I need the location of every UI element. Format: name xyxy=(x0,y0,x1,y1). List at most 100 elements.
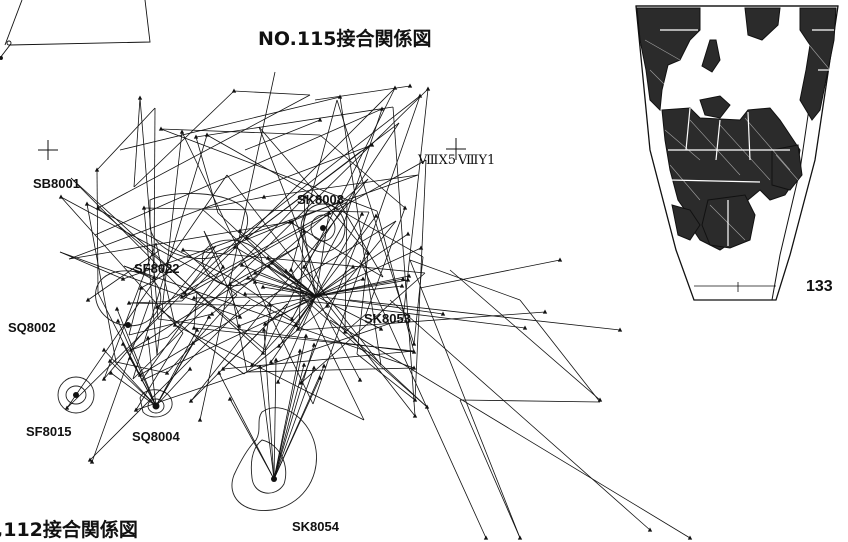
find-marker xyxy=(191,295,197,300)
find-marker xyxy=(266,263,272,268)
refit-line xyxy=(195,136,219,214)
find-marker xyxy=(220,366,226,371)
find-marker xyxy=(269,260,275,265)
refit-lines xyxy=(59,71,691,539)
refit-line xyxy=(103,245,217,380)
sk8054-dot xyxy=(271,476,277,482)
refit-line xyxy=(123,265,415,369)
find-marker xyxy=(412,397,418,402)
find-marker xyxy=(417,93,423,98)
find-marker xyxy=(231,88,237,93)
find-marker xyxy=(236,323,242,328)
refit-line xyxy=(262,286,317,297)
refit-line xyxy=(139,220,397,376)
find-marker xyxy=(311,365,317,370)
refit-line xyxy=(273,335,307,480)
feature-label-sf8022: SF8022 xyxy=(134,261,180,276)
find-marker xyxy=(244,235,250,240)
refit-line xyxy=(413,256,424,345)
refit-line xyxy=(268,265,317,297)
find-marker xyxy=(617,327,623,332)
refit-line xyxy=(103,349,157,407)
find-marker xyxy=(265,255,271,260)
previous-diagram-fragment xyxy=(0,0,151,60)
find-marker xyxy=(204,132,210,137)
refit-line xyxy=(190,178,369,402)
refit-line xyxy=(160,128,321,136)
sq8004-dot xyxy=(152,402,160,410)
refit-line xyxy=(201,196,265,210)
find-marker xyxy=(311,342,317,347)
find-marker xyxy=(227,396,233,401)
refit-line xyxy=(419,259,561,289)
grid-cross-viii xyxy=(446,138,466,160)
find-marker xyxy=(206,314,212,319)
refit-line xyxy=(89,299,251,461)
find-marker xyxy=(114,306,120,311)
find-marker xyxy=(268,359,274,364)
sf8015-outline xyxy=(57,376,95,414)
refit-line xyxy=(226,174,416,417)
refit-line xyxy=(273,350,301,480)
refit-line xyxy=(133,90,235,188)
sf8015-outline-inner xyxy=(65,385,87,405)
find-marker xyxy=(151,275,157,280)
find-marker xyxy=(301,264,307,269)
find-marker xyxy=(120,341,126,346)
find-marker xyxy=(87,457,93,462)
refit-line xyxy=(254,272,317,297)
grid-label-x: ⅧX5 xyxy=(418,153,457,168)
find-marker xyxy=(597,397,603,402)
refit-line xyxy=(339,96,382,366)
refit-line xyxy=(167,196,306,338)
find-marker xyxy=(101,347,107,352)
refit-line xyxy=(359,259,487,539)
refit-line xyxy=(87,249,161,301)
find-marker xyxy=(440,311,446,316)
find-marker xyxy=(303,333,309,338)
find-marker xyxy=(412,413,418,418)
refit-line xyxy=(233,90,311,96)
find-marker xyxy=(411,349,417,354)
refit-line xyxy=(303,122,400,268)
find-marker xyxy=(392,85,398,90)
refit-line xyxy=(303,230,317,297)
refit-line xyxy=(68,144,373,260)
refit-line xyxy=(199,71,276,421)
refit-line xyxy=(153,107,156,279)
refit-line xyxy=(68,221,291,260)
find-marker xyxy=(399,283,405,288)
find-marker xyxy=(357,377,363,382)
refit-line xyxy=(365,207,406,315)
find-marker xyxy=(283,268,289,273)
find-marker xyxy=(188,398,194,403)
find-marker xyxy=(262,321,268,326)
find-marker xyxy=(293,322,299,327)
lower-diagram-title: ,112接合関係図 xyxy=(0,519,138,541)
find-markers xyxy=(58,83,693,540)
refit-line xyxy=(315,295,444,315)
feature-label-sb8001: SB8001 xyxy=(33,176,80,191)
find-marker xyxy=(180,247,186,252)
find-marker xyxy=(127,355,133,360)
refit-line xyxy=(128,313,213,336)
refit-line xyxy=(155,329,198,407)
refit-line xyxy=(356,353,416,401)
refit-line xyxy=(140,245,217,289)
refit-line xyxy=(344,313,367,333)
sk8008-dot xyxy=(320,225,326,231)
refit-line xyxy=(155,368,191,407)
find-marker xyxy=(245,275,251,280)
refit-line xyxy=(181,87,396,302)
find-marker xyxy=(237,228,243,233)
find-marker xyxy=(164,370,170,375)
refit-line xyxy=(343,108,383,224)
find-marker xyxy=(350,264,356,269)
find-marker xyxy=(647,527,653,532)
refit-line xyxy=(315,266,354,297)
find-marker xyxy=(424,404,430,409)
find-marker xyxy=(557,257,563,262)
find-marker xyxy=(261,327,267,332)
refit-line xyxy=(60,196,300,326)
